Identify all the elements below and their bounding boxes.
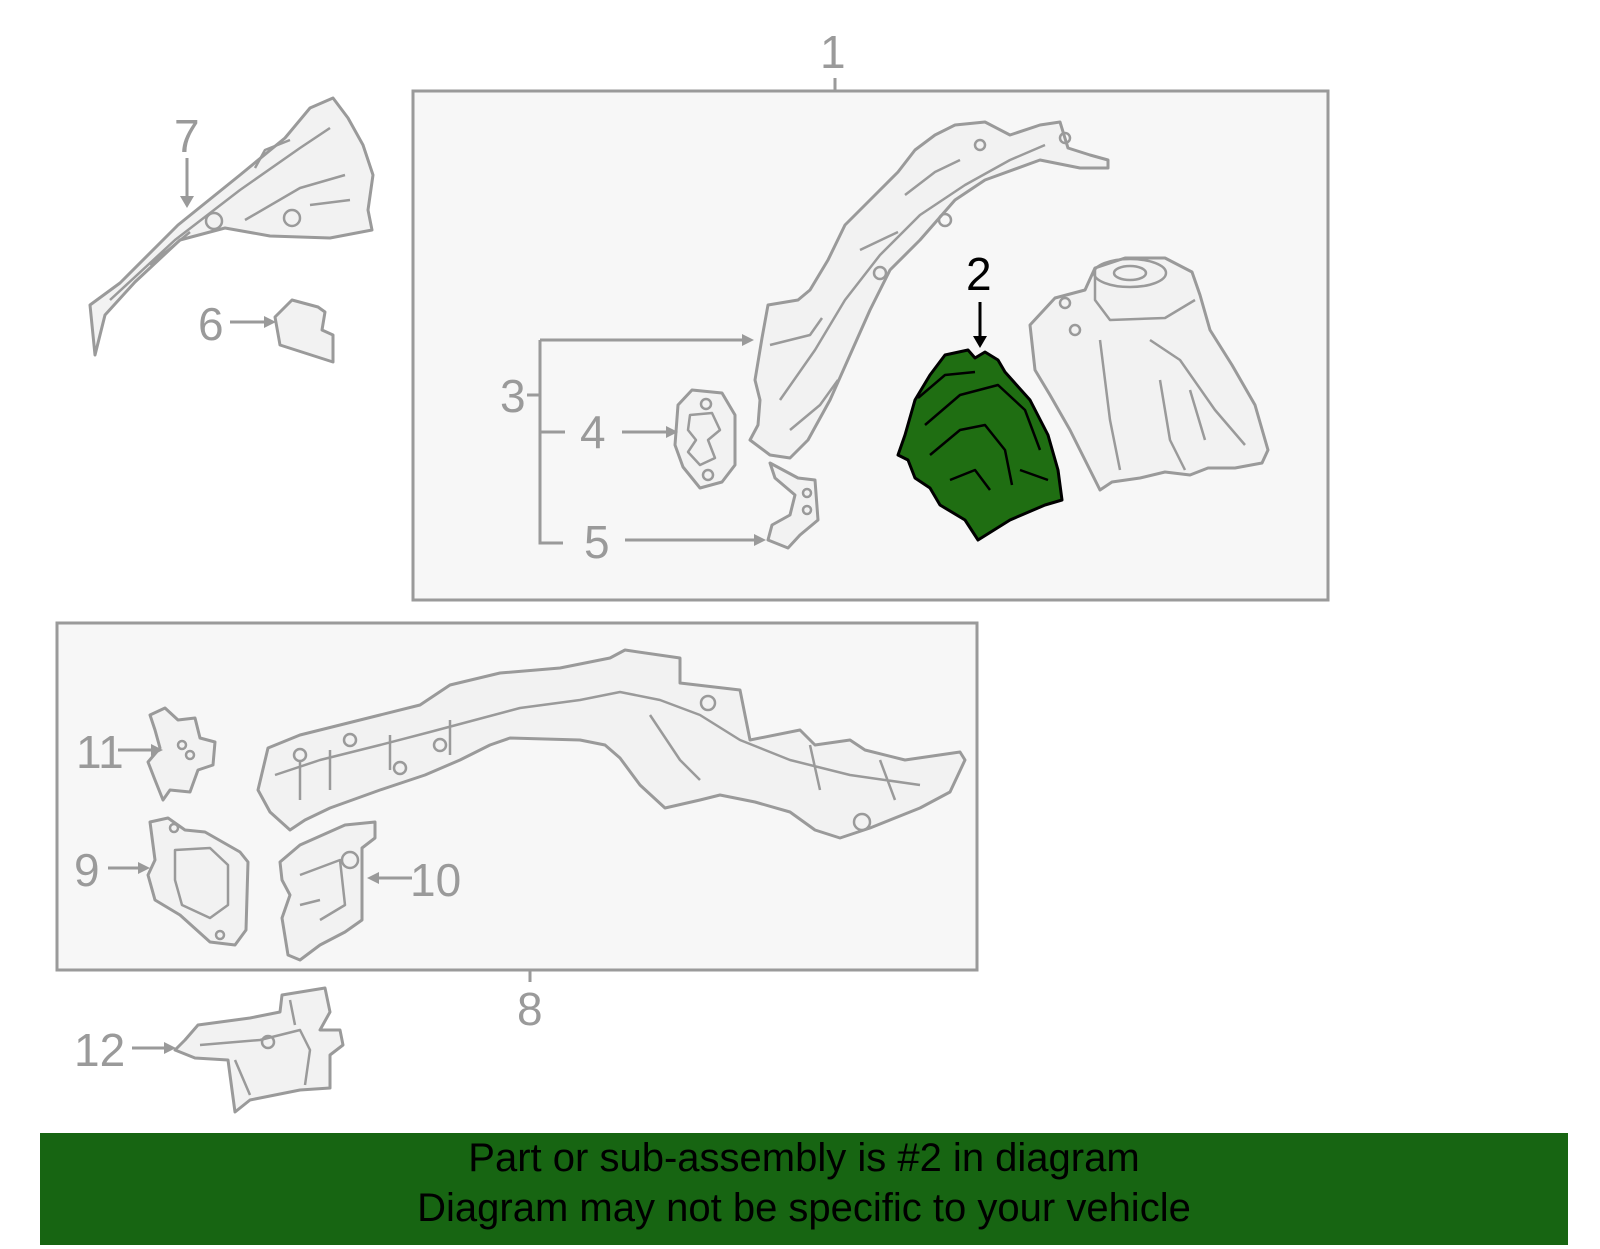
part-6-plate	[273, 298, 335, 364]
disclaimer-banner: Part or sub-assembly is #2 in diagram Di…	[40, 1133, 1568, 1245]
disclaimer-line-2: Diagram may not be specific to your vehi…	[417, 1186, 1191, 1230]
part-5-small-bracket	[766, 461, 820, 550]
callout-10: 10	[410, 854, 461, 906]
part-10-bracket	[278, 820, 377, 962]
part-7-apron-reinforcement	[88, 96, 375, 357]
part-9-reinforcement	[146, 816, 250, 947]
part-3-upper-rail	[748, 120, 1110, 460]
callout-1: 1	[820, 26, 846, 78]
part-2-highlighted	[896, 348, 1064, 542]
callout-7: 7	[174, 110, 200, 162]
callout-6: 6	[198, 298, 224, 350]
part-4-bracket	[673, 388, 737, 490]
callout-2: 2	[966, 248, 992, 300]
callout-9: 9	[74, 844, 100, 896]
shock-tower	[1028, 256, 1270, 492]
callout-8: 8	[517, 983, 543, 1035]
callout-4: 4	[580, 406, 606, 458]
callout-11: 11	[76, 726, 124, 778]
part-12-bracket	[173, 986, 345, 1114]
callout-12: 12	[74, 1024, 125, 1076]
part-8-frame-rail	[256, 648, 967, 840]
disclaimer-line-1: Part or sub-assembly is #2 in diagram	[468, 1136, 1140, 1180]
part-11-gusset	[146, 706, 217, 802]
callout-5: 5	[584, 516, 610, 568]
callout-3: 3	[500, 370, 526, 422]
